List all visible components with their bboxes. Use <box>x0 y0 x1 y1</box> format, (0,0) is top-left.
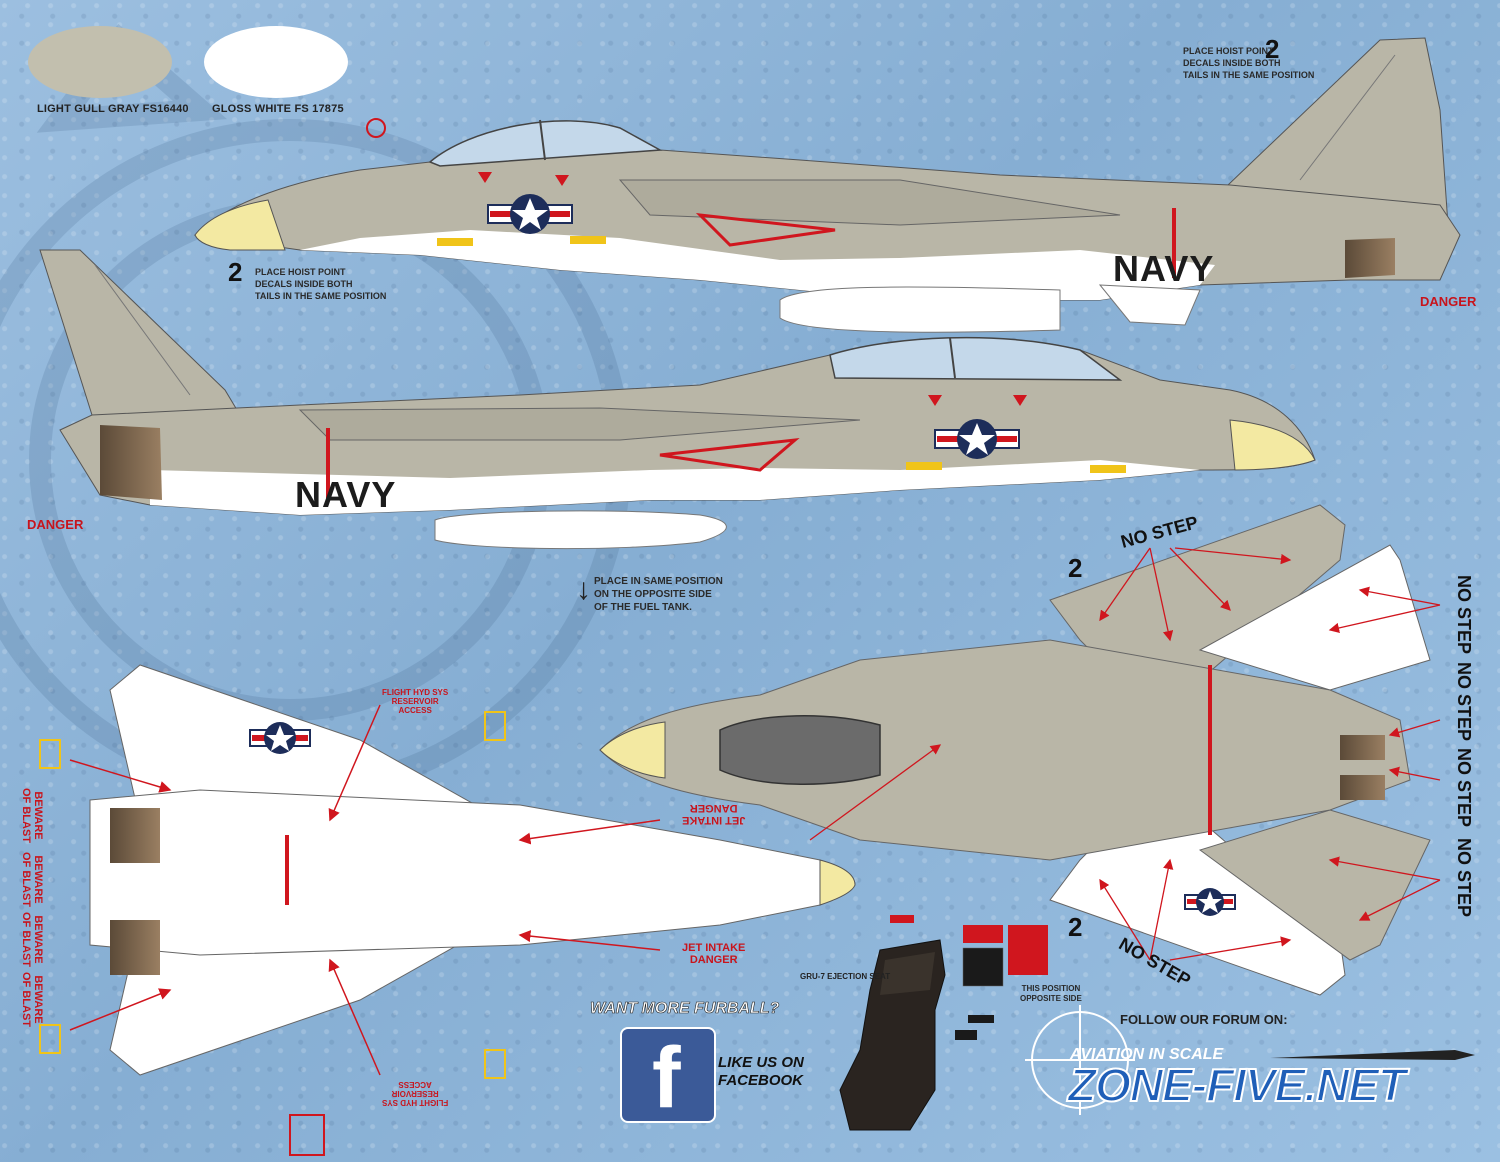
nose-cone-1 <box>194 199 286 251</box>
ejection-seat <box>839 915 1048 1131</box>
roundel-side-1 <box>487 194 573 234</box>
seat-label: GRU-7 EJECTION SEAT <box>800 972 891 981</box>
danger-label-2: DANGER <box>27 517 84 532</box>
fuel-tank-2 <box>434 510 727 550</box>
roundel-side-2 <box>934 419 1020 459</box>
navy-text-2: NAVY <box>295 474 397 515</box>
bottom-view <box>39 664 856 1156</box>
navy-text-1: NAVY <box>1113 248 1215 289</box>
no-step-right-2: NO STEP <box>1454 662 1474 742</box>
no-step-right-3: NO STEP <box>1454 748 1474 828</box>
swatch-label-gray: LIGHT GULL GRAY FS16440 <box>37 103 189 115</box>
canopy-2 <box>829 336 1123 381</box>
htail-top-upper <box>1198 544 1431 691</box>
top-hoist-number-1: 2 <box>1068 553 1083 583</box>
danger-label-1: DANGER <box>1420 294 1477 309</box>
brand-tagline: AVIATION IN SCALE <box>1070 1046 1224 1063</box>
side-view-right <box>39 249 1316 550</box>
facebook-icon: f <box>652 1030 681 1126</box>
side-view-left <box>193 37 1461 333</box>
top-hoist-number-2: 2 <box>1068 912 1083 942</box>
roundel-top <box>1184 888 1236 916</box>
no-step-right-1: NO STEP <box>1454 575 1474 655</box>
fuselage-top <box>599 639 1411 861</box>
top-view <box>599 504 1441 996</box>
canopy-top <box>719 715 881 785</box>
swatch-label-white: GLOSS WHITE FS 17875 <box>212 103 344 115</box>
facebook-button[interactable]: f <box>620 1027 716 1123</box>
swatch-gray <box>28 26 172 98</box>
nose-cone-2 <box>1229 419 1316 471</box>
hoist-number-top: 2 <box>1265 34 1280 64</box>
htail-top-lower <box>1198 809 1431 961</box>
swatch-white <box>204 26 348 98</box>
no-step-right-4: NO STEP <box>1454 838 1474 918</box>
want-more-text: WANT MORE FURBALL? <box>590 1000 780 1018</box>
brand-logo-mark <box>1025 1005 1475 1115</box>
follow-forum-text: FOLLOW OUR FORUM ON: <box>1120 1012 1288 1027</box>
hoist-number-left: 2 <box>228 257 243 287</box>
tail-fin-lower <box>39 249 241 416</box>
brand-site-link[interactable]: ZONE-FIVE.NET <box>1067 1058 1407 1112</box>
arrow-down-icon: ↓ <box>576 573 591 606</box>
roundel-bottom <box>249 722 311 754</box>
fuel-tank-1 <box>779 286 1061 333</box>
canopy-1 <box>428 120 663 167</box>
